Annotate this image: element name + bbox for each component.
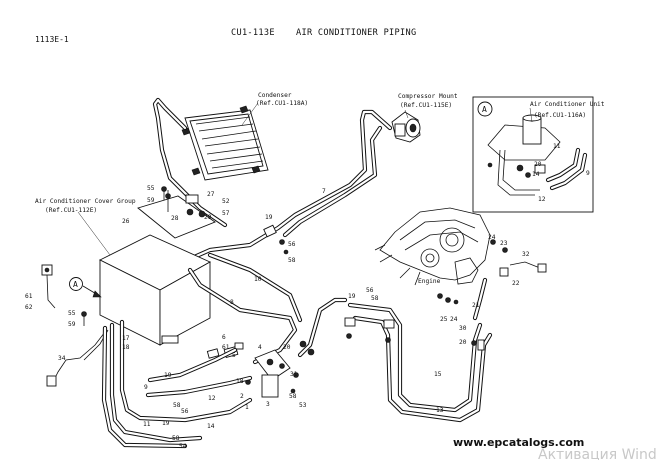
unit-ref: (Ref.CU1-116A) — [534, 112, 586, 119]
part-label: 7 — [322, 188, 326, 195]
part-label: 14 — [532, 171, 540, 178]
part-label: 15 — [434, 371, 442, 378]
part-label: 61 — [25, 293, 33, 300]
part-label: 17 — [122, 335, 130, 342]
part-label: 59 — [68, 321, 76, 328]
part-label: 55 — [147, 185, 155, 192]
part-label: 20 — [534, 161, 542, 168]
part-label: 10 — [254, 276, 262, 283]
part-label: 19 — [164, 372, 172, 379]
part-label: 3 — [266, 401, 270, 408]
part-label: 2 — [240, 393, 244, 400]
part-label: 18 — [122, 344, 130, 351]
part-label: 20 — [283, 344, 291, 351]
part-number-labels: 7 27 52 28 29 57 26 55 59 19 56 58 10 8 … — [25, 143, 590, 450]
activation-overlay: Активация Wind — [538, 447, 657, 460]
left-connector — [41, 264, 56, 309]
part-label: 31 — [290, 371, 298, 378]
part-label: 19 — [265, 214, 273, 221]
cover-group-ref: (Ref.CU1-112E) — [45, 207, 97, 214]
part-label: 55 — [68, 310, 76, 317]
part-label: 24 — [450, 316, 458, 323]
part-label: 58 — [289, 393, 297, 400]
part-label: 25 — [440, 316, 448, 323]
part-label: 6 — [222, 334, 226, 341]
part-label: 12 — [208, 395, 216, 402]
part-label: 58 — [371, 295, 379, 302]
part-label: 58 — [288, 257, 296, 264]
part-label: 20 — [459, 339, 467, 346]
part-label: 9 — [586, 170, 590, 177]
part-label: 52 — [222, 198, 230, 205]
part-label: 13 — [436, 407, 444, 414]
part-label: 61 — [222, 344, 230, 351]
page-code: 1113E-1 — [35, 35, 69, 44]
inset-box: A — [472, 96, 594, 213]
part-label: 32 — [522, 251, 530, 258]
compressor-mount-name: Compressor Mount — [398, 93, 458, 100]
part-label: 57 — [222, 210, 230, 217]
bracket-plate — [137, 190, 216, 239]
inset-view-marker: A — [482, 105, 487, 114]
part-label: 11 — [553, 143, 561, 150]
part-label: 24 — [488, 234, 496, 241]
part-label: 59 — [147, 197, 155, 204]
compressor — [391, 111, 421, 143]
part-label: 58 — [173, 402, 181, 409]
condenser — [181, 105, 269, 181]
site-watermark: www.epcatalogs.com — [453, 436, 584, 449]
part-label: 53 — [299, 402, 307, 409]
part-label: 1 — [245, 404, 249, 411]
part-label: 54 — [179, 443, 187, 450]
part-label: 19 — [348, 293, 356, 300]
part-label: 8 — [230, 299, 234, 306]
part-label: 18 — [236, 378, 244, 385]
part-label: 27 — [207, 191, 215, 198]
part-label: 9 — [144, 384, 148, 391]
compressor-mount-ref: (Ref.CU1-115E) — [400, 102, 452, 109]
engine — [374, 207, 491, 286]
part-label: 22 — [512, 280, 520, 287]
cover-group-name: Air Conditioner Cover Group — [35, 198, 136, 205]
part-label: 30 — [459, 325, 467, 332]
part-label: 29 — [204, 214, 212, 221]
unit-name: Air Conditioner Unit — [530, 101, 605, 108]
part-label: 23 — [500, 240, 508, 247]
title-code: CU1-113E — [231, 28, 275, 38]
part-label: 4 — [258, 344, 262, 351]
part-label: 14 — [207, 423, 215, 430]
part-label: 5 — [232, 352, 236, 359]
part-label: 12 — [538, 196, 546, 203]
part-label: 34 — [58, 355, 66, 362]
part-label: 11 — [143, 421, 151, 428]
engine-label: Engine — [418, 278, 441, 285]
part-label: 56 — [181, 408, 189, 415]
ac-cover-box — [98, 234, 211, 346]
condenser-name: Condenser — [258, 92, 292, 99]
part-label: 21 — [472, 302, 480, 309]
condenser-ref: (Ref.CU1-118A) — [256, 100, 308, 107]
view-marker-a: A — [73, 280, 78, 289]
receiver-assembly — [245, 349, 299, 398]
part-label: 26 — [122, 218, 130, 225]
part-label: 56 — [288, 241, 296, 248]
part-label: 28 — [171, 215, 179, 222]
part-label: 62 — [25, 304, 33, 311]
part-label: 58 — [172, 435, 180, 442]
diagram-title: AIR CONDITIONER PIPING — [296, 28, 416, 38]
part-label: 19 — [162, 420, 170, 427]
part-label: 56 — [366, 287, 374, 294]
